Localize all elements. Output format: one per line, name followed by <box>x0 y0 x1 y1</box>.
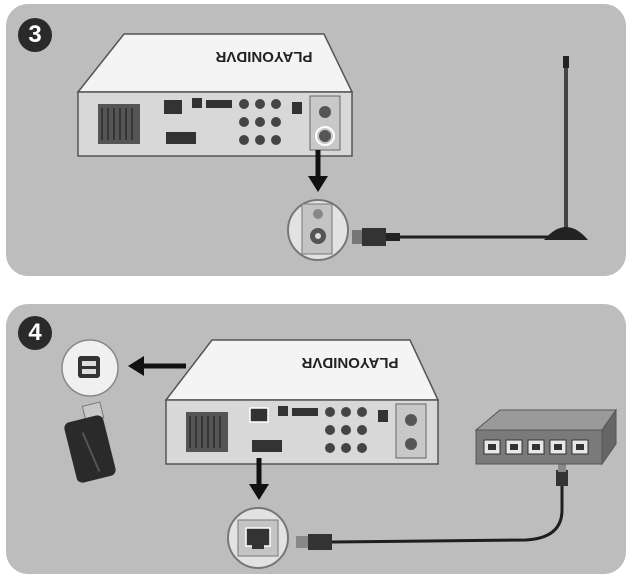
ethernet-port-icon <box>227 507 289 569</box>
dvr-logo: PLAYONIDVR <box>215 48 312 65</box>
av-jacks <box>239 99 281 145</box>
coax-connector-icon <box>287 199 349 261</box>
step-4-badge: 4 <box>18 316 52 350</box>
arrow-icon <box>249 458 269 500</box>
step-3-panel: 3 PLAYONIDVR <box>6 4 626 276</box>
power-port <box>292 102 302 114</box>
power-port <box>378 410 388 422</box>
optical-port <box>278 406 288 416</box>
arrow-icon <box>308 150 328 192</box>
usb-port-icon <box>61 339 119 397</box>
ethernet-port <box>249 407 269 423</box>
fan-grille <box>98 104 140 144</box>
arrow-icon <box>128 356 186 376</box>
step-4-panel: 4 PLAYONIDVR <box>6 304 626 574</box>
usb-port <box>166 132 196 144</box>
step-3-badge: 3 <box>18 18 52 52</box>
av-jacks <box>325 407 367 453</box>
ethernet-port <box>164 100 182 114</box>
coax-cable <box>352 228 566 246</box>
coax-port-top <box>319 106 331 118</box>
hdmi-port <box>206 100 232 108</box>
hdmi-port <box>292 408 318 416</box>
dvr-device: PLAYONIDVR <box>76 33 354 157</box>
coax-port-bottom <box>319 130 331 142</box>
dvr-device: PLAYONIDVR <box>164 339 440 465</box>
fan-grille <box>186 412 228 452</box>
ethernet-cable <box>296 462 568 550</box>
usb-drive-icon <box>64 401 116 483</box>
step-3-illustration: PLAYONIDVR <box>76 33 588 261</box>
step-4-illustration: PLAYONIDVR <box>61 339 617 569</box>
optical-port <box>192 98 202 108</box>
usb-port <box>252 440 282 452</box>
tv-antenna-icon <box>544 56 588 240</box>
dvr-logo: PLAYONIDVR <box>301 354 398 371</box>
network-switch-icon <box>474 408 617 466</box>
